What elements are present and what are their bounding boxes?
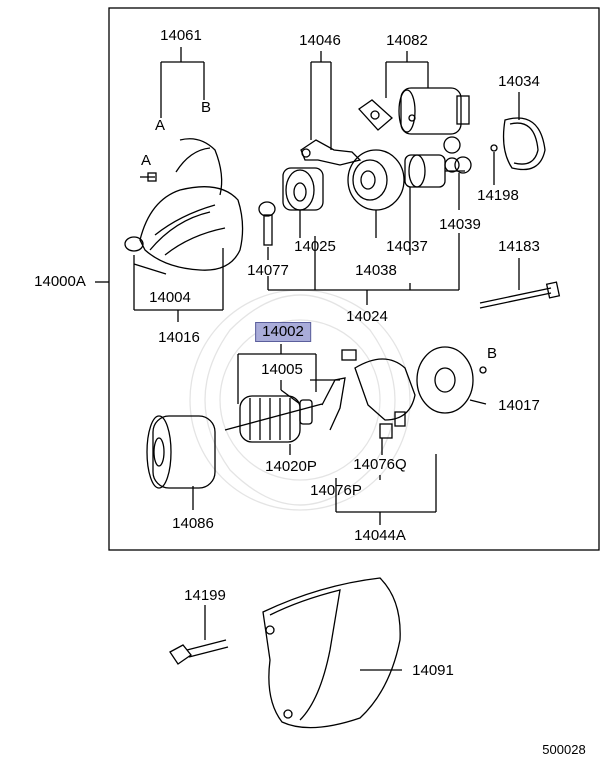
part-14038-label[interactable]: 14038 bbox=[355, 262, 397, 279]
solenoid-switch bbox=[358, 87, 470, 135]
packing-ring bbox=[502, 117, 546, 171]
part-14061-label[interactable]: 14061 bbox=[160, 27, 202, 44]
brush-holder bbox=[341, 349, 416, 439]
yoke bbox=[146, 415, 216, 489]
armature bbox=[224, 395, 323, 443]
screw-a bbox=[140, 172, 157, 182]
part-14077-label[interactable]: 14077 bbox=[247, 262, 289, 279]
rear-bracket bbox=[416, 346, 487, 414]
part-14025-label[interactable]: 14025 bbox=[294, 238, 336, 255]
part-14020p-label[interactable]: 14020P bbox=[265, 458, 317, 475]
part-14046-label[interactable]: 14046 bbox=[299, 32, 341, 49]
heat-protector bbox=[262, 577, 401, 729]
screw-b bbox=[479, 366, 487, 374]
part-14034-label[interactable]: 14034 bbox=[498, 73, 540, 90]
part-14076q-label[interactable]: 14076Q bbox=[353, 456, 407, 473]
lever bbox=[300, 139, 362, 166]
planetary-gears bbox=[443, 136, 472, 174]
overrunning-clutch bbox=[282, 167, 324, 211]
ref-a-side: A bbox=[140, 152, 152, 169]
through-bolt bbox=[479, 281, 561, 309]
main-frame bbox=[108, 7, 600, 551]
part-14004-label[interactable]: 14004 bbox=[149, 289, 191, 306]
diagram-id: 500028 bbox=[542, 742, 586, 757]
ref-b-top: B bbox=[200, 99, 212, 116]
part-14082-label[interactable]: 14082 bbox=[386, 32, 428, 49]
part-14183-label[interactable]: 14183 bbox=[498, 238, 540, 255]
part-14000a-label[interactable]: 14000A bbox=[34, 273, 86, 290]
washer bbox=[258, 201, 276, 246]
part-14002-label[interactable]: 14002 bbox=[255, 322, 311, 342]
part-14017-label[interactable]: 14017 bbox=[498, 397, 540, 414]
part-14091-label[interactable]: 14091 bbox=[412, 662, 454, 679]
part-14044a-label[interactable]: 14044A bbox=[354, 527, 406, 544]
mounting-bolt bbox=[169, 639, 229, 665]
part-14199-label[interactable]: 14199 bbox=[184, 587, 226, 604]
ref-b-side: B bbox=[486, 345, 498, 362]
part-14005-label[interactable]: 14005 bbox=[261, 361, 303, 378]
part-14086-label[interactable]: 14086 bbox=[172, 515, 214, 532]
part-14037-label[interactable]: 14037 bbox=[386, 238, 428, 255]
front-bracket bbox=[124, 138, 244, 271]
ref-a-top: A bbox=[154, 117, 166, 134]
internal-gear bbox=[347, 149, 405, 211]
part-14024-label[interactable]: 14024 bbox=[346, 308, 388, 325]
part-14039-label[interactable]: 14039 bbox=[439, 216, 481, 233]
part-14016-label[interactable]: 14016 bbox=[158, 329, 200, 346]
part-14198-label[interactable]: 14198 bbox=[477, 187, 519, 204]
part-14076p-label[interactable]: 14076P bbox=[310, 482, 362, 499]
